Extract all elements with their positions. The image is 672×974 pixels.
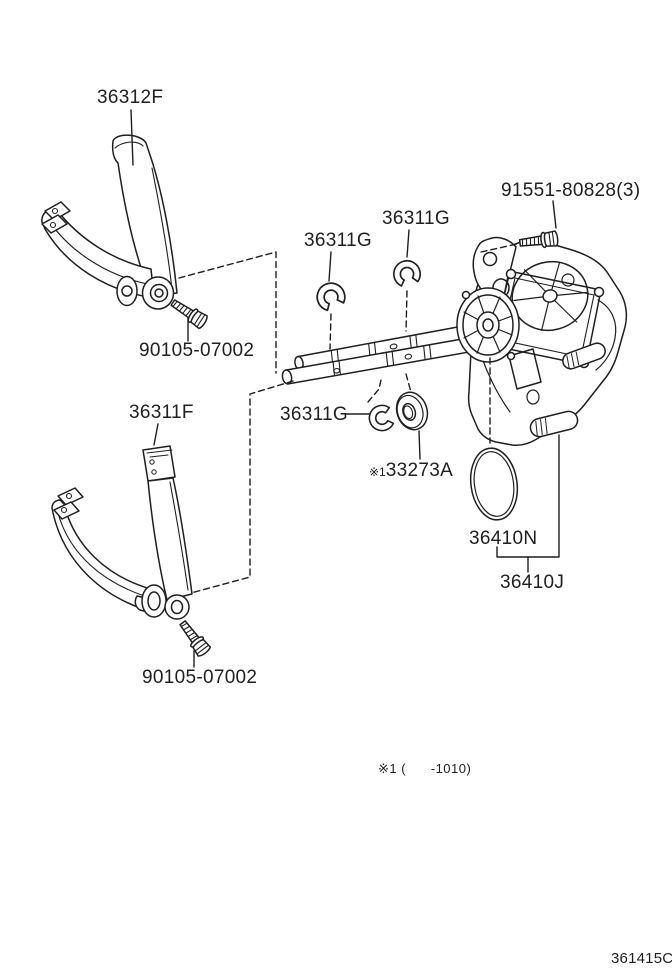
- shift-fork-lower-drawing: [51, 445, 193, 620]
- label-fork-no2: 36312F: [97, 87, 164, 108]
- label-snap-ring-c: 36311G: [280, 404, 349, 425]
- snap-ring-b-drawing: [390, 257, 424, 289]
- footnote-text: ※1 ( -1010): [378, 761, 472, 776]
- label-snap-ring-a: 36311G: [304, 230, 373, 251]
- label-oring: 36410N: [469, 528, 538, 549]
- label-actuator: 36410J: [500, 572, 565, 593]
- oring-drawing: [469, 447, 519, 521]
- snap-ring-c-drawing: [365, 402, 396, 435]
- bolt-a-drawing: [168, 295, 210, 331]
- washer-part-number: 33273A: [385, 460, 454, 481]
- label-flange-bolt: 91551-80828(3): [501, 180, 641, 201]
- label-bolt-b: 90105-07002: [142, 667, 258, 688]
- label-bolt-a: 90105-07002: [139, 340, 255, 361]
- assembly-dashed-lines: [178, 243, 518, 594]
- shift-fork-upper-drawing: [41, 134, 178, 310]
- washer-drawing: [395, 391, 429, 431]
- label-snap-ring-b: 36311G: [382, 208, 451, 229]
- snap-ring-a-drawing: [311, 277, 349, 314]
- washer-footnote-ref: ※1: [369, 465, 386, 479]
- label-washer: ※133273A: [369, 461, 453, 481]
- label-fork-no1: 36311F: [129, 402, 194, 423]
- transfer-shift-actuator-drawing: [456, 236, 628, 446]
- figure-code: 361415C: [611, 950, 672, 967]
- label-leader-lines: [130, 109, 560, 668]
